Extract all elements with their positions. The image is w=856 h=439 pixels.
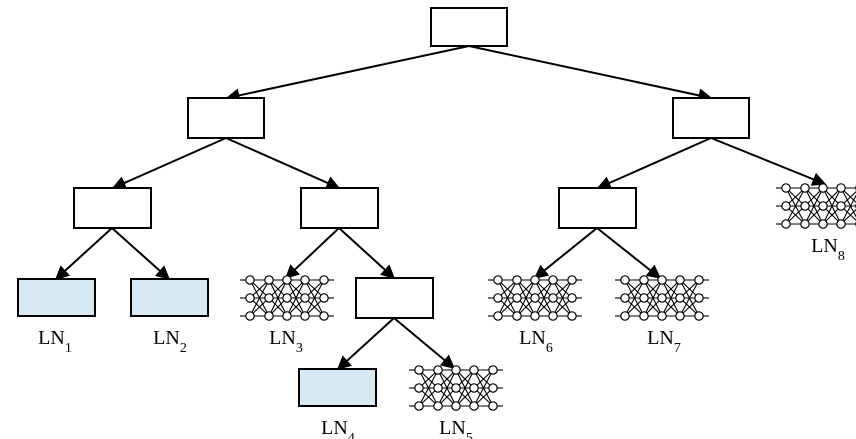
decision-node-root	[430, 7, 508, 47]
edge-f-to-ln4	[336, 317, 395, 370]
edge-root-to-a	[225, 45, 470, 103]
decision-node-c	[73, 187, 152, 229]
decision-node-f	[355, 277, 434, 319]
edge-c-to-ln1	[54, 227, 113, 280]
edge-d-to-ln3	[284, 227, 340, 279]
leaf-label-ln4: LN4	[321, 417, 355, 439]
edge-root-to-b	[468, 45, 713, 103]
edge-b-to-e	[596, 137, 712, 190]
edge-f-to-ln5	[393, 317, 456, 369]
neural-net-icon-ln3	[240, 275, 334, 321]
neural-net-icon-ln6	[488, 275, 582, 321]
leaf-label-ln3: LN3	[269, 327, 303, 356]
edge-c-to-ln2	[111, 227, 171, 280]
edge-e-to-ln7	[596, 227, 662, 279]
leaf-label-ln2: LN2	[153, 327, 187, 356]
leaf-label-ln5: LN5	[439, 417, 473, 439]
leaf-label-ln8: LN8	[811, 235, 845, 264]
decision-node-a	[187, 97, 265, 139]
neural-net-icon-ln5	[409, 365, 503, 411]
edge-d-to-f	[338, 227, 396, 279]
leaf-box-ln4	[298, 368, 377, 407]
neural-net-icon-ln7	[615, 275, 709, 321]
leaf-label-ln1: LN1	[38, 327, 72, 356]
leaf-box-ln2	[130, 278, 209, 317]
leaf-box-ln1	[17, 278, 96, 317]
edge-a-to-d	[225, 137, 341, 190]
edge-e-to-ln6	[533, 227, 598, 279]
edge-b-to-ln8	[710, 137, 827, 186]
leaf-label-ln7: LN7	[647, 327, 681, 356]
neural-net-icon-ln8	[776, 183, 856, 229]
decision-node-d	[300, 187, 379, 229]
decision-node-e	[558, 187, 637, 229]
decision-node-b	[672, 97, 750, 139]
edge-a-to-c	[111, 137, 227, 190]
leaf-label-ln6: LN6	[519, 327, 553, 356]
